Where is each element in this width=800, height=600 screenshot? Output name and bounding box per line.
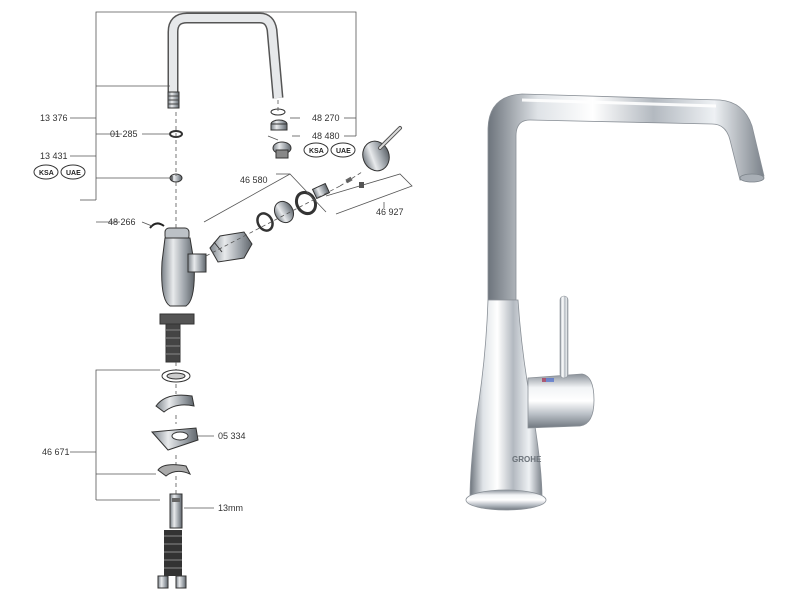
svg-text:KSA: KSA: [39, 170, 54, 177]
badge-uae-right: [330, 142, 356, 158]
leader-lines: [70, 11, 413, 509]
assembly-axes: [175, 100, 363, 494]
faucet-body-part: [159, 227, 207, 363]
badge-ksa-left: [33, 164, 59, 180]
label-spout: 13 376: [40, 113, 68, 123]
label-aerator-1: 48 270: [312, 113, 340, 123]
fixing-parts: [150, 369, 199, 589]
cartridge-parts: [209, 182, 331, 263]
badge-uae-left: [60, 164, 86, 180]
brand-logo: GROHE: [512, 455, 542, 464]
region-badges: KSA UAE KSA UAE: [33, 142, 356, 180]
spout-part: [167, 12, 284, 109]
badge-ksa-right: [303, 142, 329, 158]
label-nut-kit: 13 431: [40, 151, 68, 161]
label-fixing-set: 46 671: [42, 447, 70, 457]
svg-text:UAE: UAE: [66, 170, 81, 177]
svg-text:KSA: KSA: [309, 148, 324, 155]
label-aerator-2: 48 480: [312, 131, 340, 141]
label-cartridge: 46 580: [240, 175, 268, 185]
label-wrench: 13mm: [218, 503, 243, 513]
label-lever: 46 927: [376, 207, 404, 217]
label-o-ring: 01 285: [110, 129, 138, 139]
product-photo-faucet: GROHE: [465, 93, 765, 511]
part-labels: 13 376 01 285 13 431 48 266 48 270 48 48…: [40, 113, 404, 513]
label-bracket: 05 334: [218, 431, 246, 441]
aerator-parts: [267, 108, 292, 159]
label-clip: 48 266: [108, 217, 136, 227]
clip-part: [149, 222, 165, 229]
exploded-diagram: 13 376 01 285 13 431 48 266 48 270 48 48…: [33, 11, 413, 589]
lever-part: [345, 126, 402, 188]
svg-text:UAE: UAE: [336, 148, 351, 155]
